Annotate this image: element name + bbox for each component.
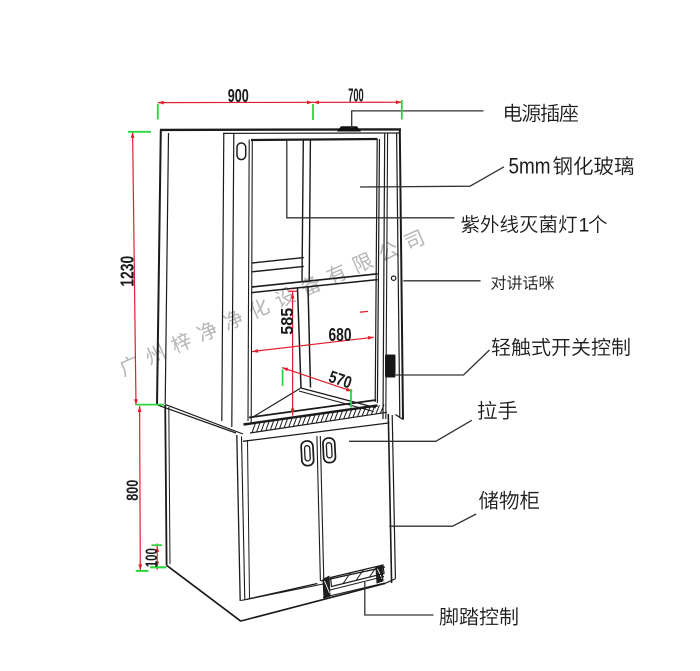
svg-text:1: 1 [579,215,590,237]
svg-text:900: 900 [228,85,249,106]
svg-text:5mm: 5mm [509,154,551,179]
svg-text:1230: 1230 [117,256,137,287]
svg-text:585: 585 [277,308,297,335]
svg-text:700: 700 [348,86,364,106]
svg-text:800: 800 [123,480,142,501]
svg-text:100: 100 [143,548,161,567]
svg-text:680: 680 [329,325,352,345]
